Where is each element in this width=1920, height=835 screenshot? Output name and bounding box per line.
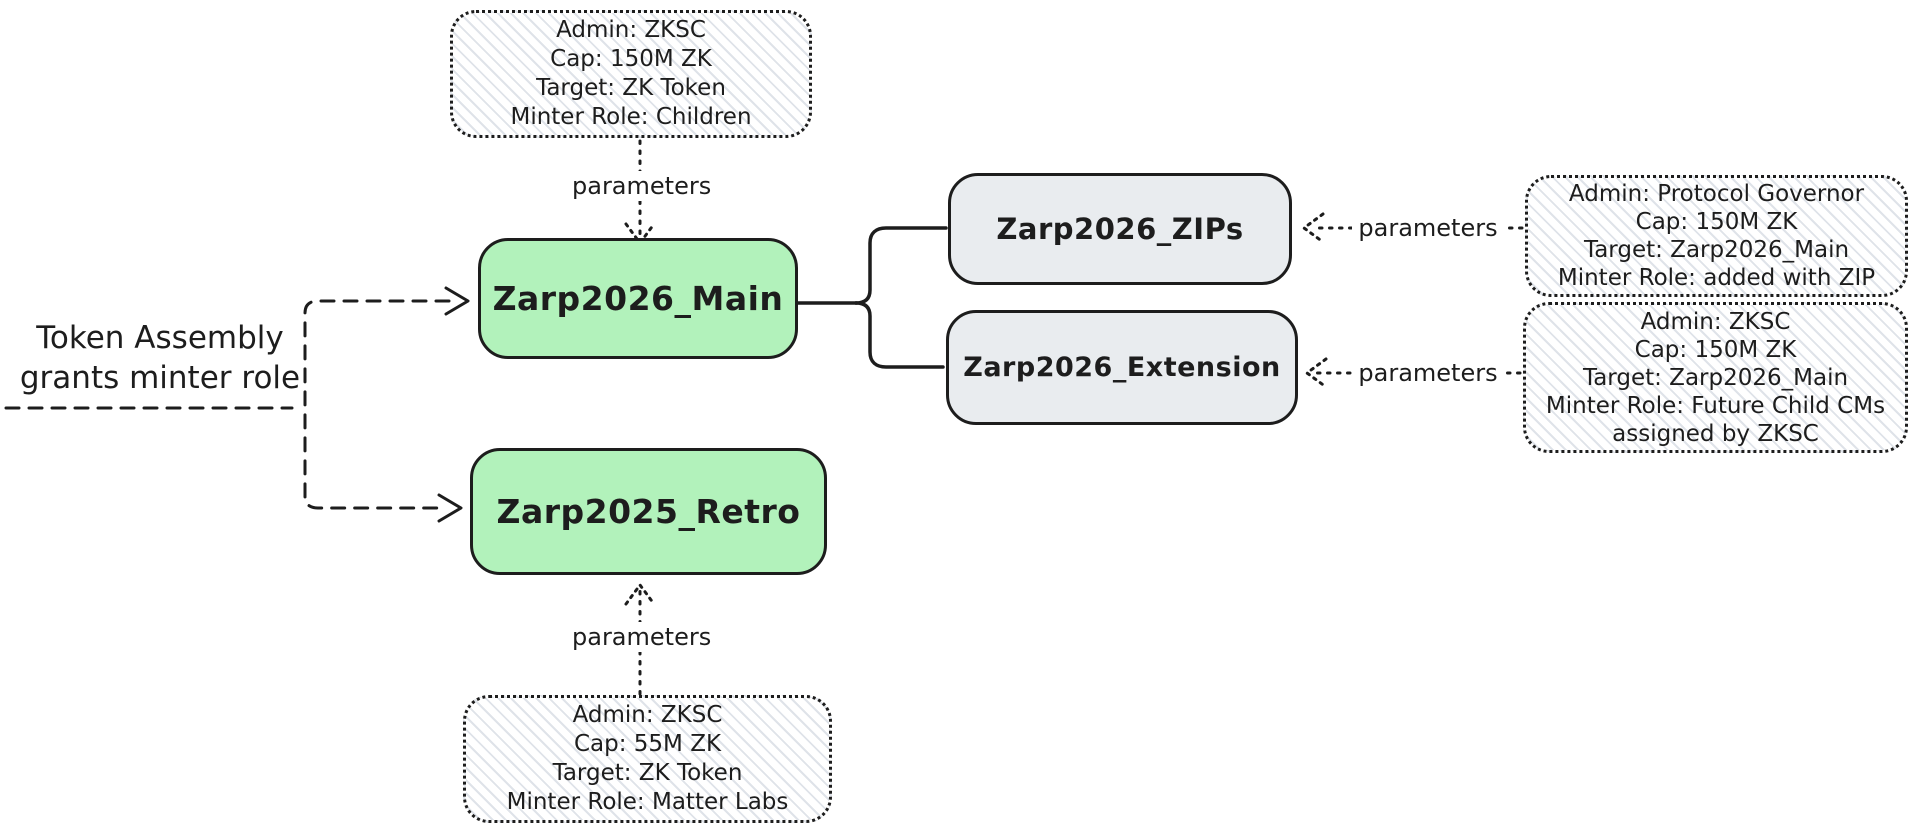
node-label: Zarp2026_ZIPs (996, 212, 1244, 246)
param-line: Cap: 150M ZK (1635, 209, 1798, 235)
node-zarp2026-main[interactable]: Zarp2026_Main (478, 238, 798, 359)
param-line: Minter Role: Matter Labs (506, 789, 789, 815)
param-line: Admin: ZKSC (556, 17, 706, 43)
param-line: Target: ZK Token (552, 760, 743, 786)
edge-label-parameters-zips: parameters (1352, 213, 1504, 243)
annotation-line: Token Assembly (36, 320, 284, 356)
node-label: Zarp2026_Main (492, 279, 784, 318)
param-line: Minter Role: Future Child CMs assigned b… (1545, 392, 1886, 447)
edge-fork-to-zips (854, 226, 948, 305)
param-line: Minter Role: added with ZIP (1557, 265, 1876, 291)
param-line: Minter Role: Children (510, 104, 752, 130)
param-line: Target: Zarp2026_Main (1582, 364, 1849, 391)
param-line: Admin: ZKSC (572, 702, 723, 728)
param-box-zips[interactable]: Admin: Protocol Governor Cap: 150M ZK Ta… (1525, 175, 1908, 297)
edge-params-to-zips-arrowhead (1302, 212, 1325, 244)
node-zarp2026-zips[interactable]: Zarp2026_ZIPs (948, 173, 1292, 285)
edge-label-parameters-retro: parameters (566, 622, 714, 652)
param-box-extension[interactable]: Admin: ZKSC Cap: 150M ZK Target: Zarp202… (1523, 302, 1908, 453)
edge-params-to-extension-arrowhead (1305, 357, 1328, 389)
annotation-token-assembly: Token Assembly grants minter role (10, 318, 310, 398)
param-line: Admin: Protocol Governor (1568, 181, 1865, 207)
annotation-line: grants minter role (19, 360, 301, 396)
param-line: Cap: 150M ZK (1634, 336, 1797, 363)
node-zarp2025-retro[interactable]: Zarp2025_Retro (470, 448, 827, 575)
edge-assembly-arrowhead-main (444, 286, 470, 316)
edge-params-to-retro-arrowhead (624, 583, 656, 606)
edge-fork-to-extension (854, 301, 945, 369)
node-zarp2026-extension[interactable]: Zarp2026_Extension (946, 310, 1298, 425)
node-label: Zarp2025_Retro (496, 492, 801, 531)
edge-assembly-branch (303, 299, 451, 510)
edge-label-parameters-extension: parameters (1352, 358, 1504, 388)
param-line: Target: ZK Token (536, 75, 726, 101)
param-line: Admin: ZKSC (1640, 308, 1791, 335)
edge-assembly-arrowhead-retro (437, 493, 463, 523)
param-line: Cap: 55M ZK (573, 731, 722, 757)
param-box-main[interactable]: Admin: ZKSC Cap: 150M ZK Target: ZK Toke… (450, 10, 812, 138)
node-label: Zarp2026_Extension (963, 352, 1281, 383)
param-line: Target: Zarp2026_Main (1583, 237, 1850, 263)
param-box-retro[interactable]: Admin: ZKSC Cap: 55M ZK Target: ZK Token… (463, 695, 832, 823)
param-line: Cap: 150M ZK (550, 46, 712, 72)
edge-label-parameters-main: parameters (566, 171, 714, 201)
